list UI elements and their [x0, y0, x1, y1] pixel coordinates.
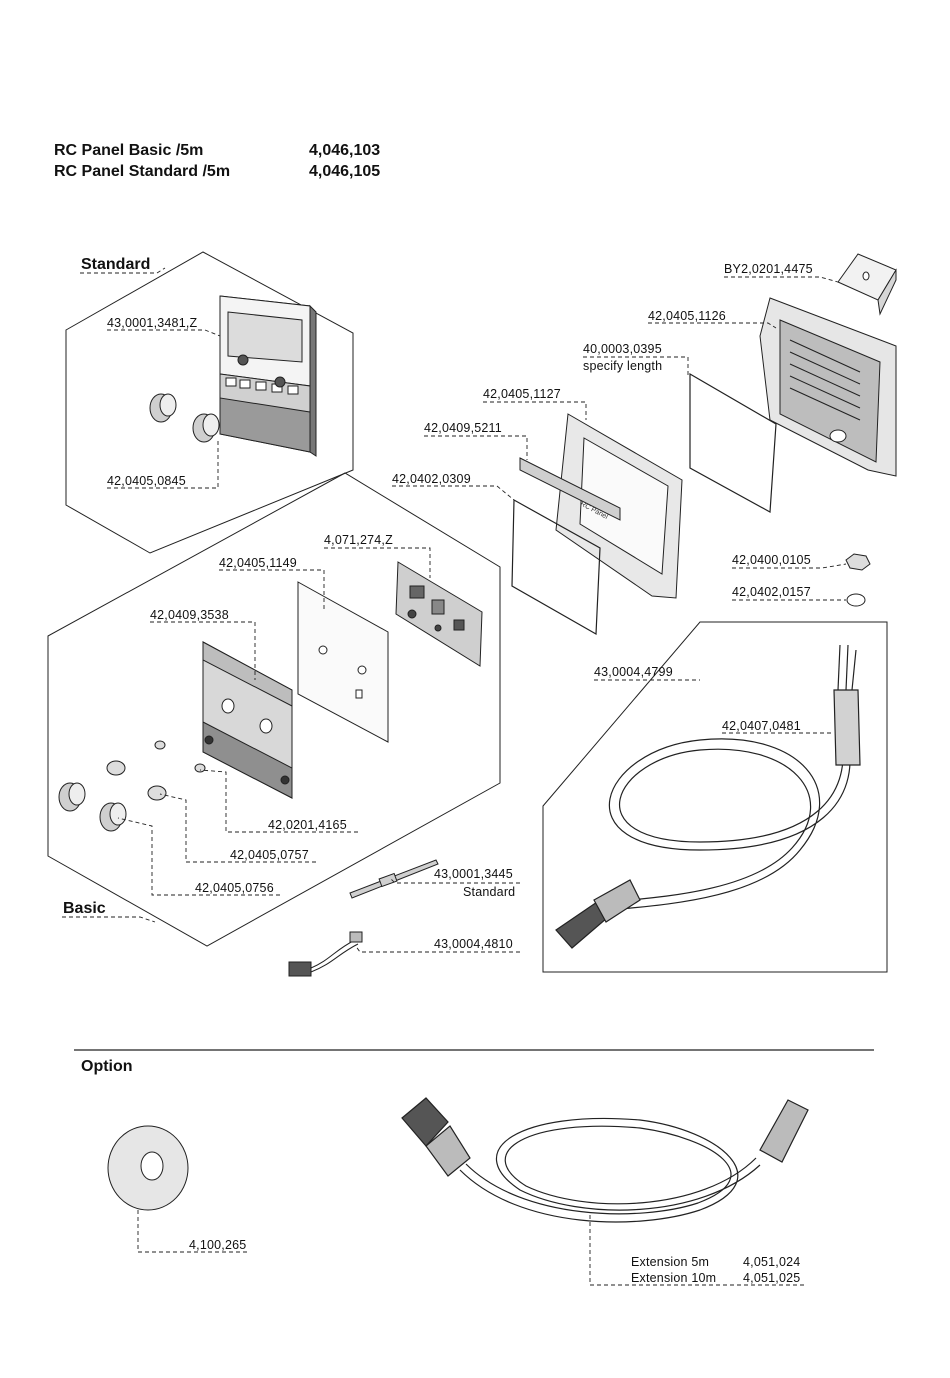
rear-housing — [759, 297, 897, 477]
basic-pcb — [395, 561, 483, 667]
part-label: 42,0409,3538 — [150, 608, 229, 622]
extension-5m-number: 4,051,024 — [743, 1255, 801, 1269]
part-label: 42,0402,0309 — [392, 472, 471, 486]
part-label: 4,100,265 — [189, 1238, 247, 1252]
part-label: 42,0405,1127 — [483, 387, 561, 401]
part-label-note: Standard — [463, 885, 516, 899]
part-label: 43,0001,3481,Z — [107, 316, 198, 330]
extension-10m-number: 4,051,025 — [743, 1271, 801, 1285]
wire-connector — [288, 931, 363, 977]
extension-cable — [401, 1097, 809, 1223]
section-standard-title: Standard — [81, 256, 151, 273]
front-frame: RC Panel — [555, 413, 683, 599]
main-cable — [555, 644, 861, 949]
part-label: 42,0400,0105 — [732, 553, 811, 567]
part-label: 43,0004,4810 — [434, 937, 513, 951]
option-ferrite-ring — [107, 1125, 189, 1211]
header-row-standard-number: 4,046,105 — [309, 163, 381, 180]
basic-small-parts — [58, 740, 206, 832]
part-label: 42,0405,0757 — [230, 848, 309, 862]
part-label: 42,0405,1126 — [648, 309, 726, 323]
part-label: 42,0409,5211 — [424, 421, 502, 435]
extension-5m-name: Extension 5m — [631, 1255, 710, 1269]
basic-front-foil — [202, 641, 293, 799]
part-label: 42,0407,0481 — [722, 719, 801, 733]
basic-group-outline — [47, 472, 501, 947]
basic-front-plate — [297, 581, 389, 743]
part-label-note: specify length — [583, 359, 663, 373]
part-label: 42,0405,0845 — [107, 474, 186, 488]
mounting-bracket — [837, 253, 897, 316]
section-option-title: Option — [81, 1058, 133, 1075]
standard-group-outline — [65, 251, 354, 554]
part-label: 43,0001,3445 — [434, 867, 513, 881]
front-gasket — [511, 498, 601, 636]
part-label: 43,0004,4799 — [594, 665, 673, 679]
header-row-basic-name: RC Panel Basic /5m — [54, 142, 204, 159]
header-row-basic-number: 4,046,103 — [309, 142, 381, 159]
header-row-standard-name: RC Panel Standard /5m — [54, 163, 231, 180]
part-label: 42,0402,0157 — [732, 585, 811, 599]
part-label: 42,0405,0756 — [195, 881, 274, 895]
cable-group-outline — [542, 621, 888, 973]
part-label: 42,0405,1149 — [219, 556, 297, 570]
label-strip — [519, 457, 621, 521]
rear-gasket — [689, 372, 777, 513]
part-label: 4,071,274,Z — [324, 533, 393, 547]
extension-10m-name: Extension 10m — [631, 1271, 717, 1285]
section-basic-title: Basic — [63, 900, 106, 917]
nut-and-washer — [845, 553, 871, 607]
ribbon-cable — [349, 859, 439, 899]
standard-front-panel — [219, 295, 317, 457]
leader-lines — [62, 267, 847, 1286]
standard-knobs — [149, 393, 220, 443]
part-label: 40,0003,0395 — [583, 342, 662, 356]
part-label: BY2,0201,4475 — [724, 262, 813, 276]
part-label: 42,0201,4165 — [268, 818, 347, 832]
